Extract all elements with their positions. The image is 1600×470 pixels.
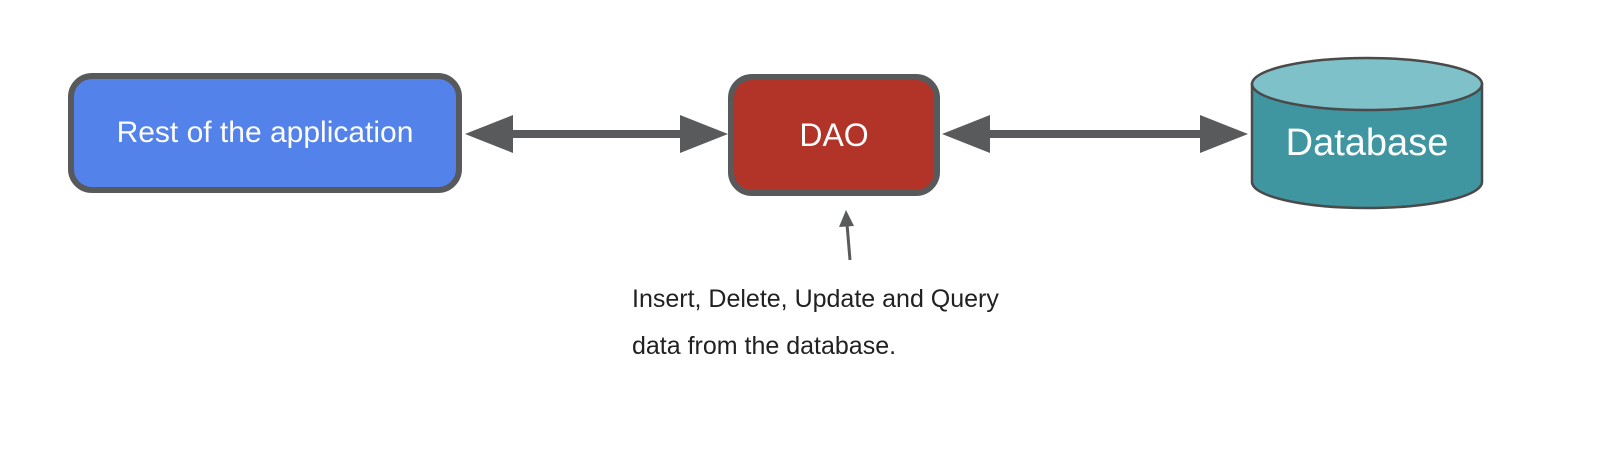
node-rest-of-application-label: Rest of the application (116, 116, 414, 149)
database-cylinder-icon (1250, 56, 1484, 210)
annotation-line-2: data from the database. (632, 332, 897, 360)
double-arrow-icon (942, 115, 1248, 153)
annotation-arrow-head (839, 210, 854, 227)
node-rest-of-application: Rest of the application (68, 73, 462, 193)
double-arrow-icon (465, 115, 728, 153)
double-arrow-app-dao (465, 115, 728, 153)
database-cylinder-body (1250, 82, 1484, 210)
annotation-text: Insert, Delete, Update and Query data fr… (632, 276, 999, 370)
annotation-line-1: Insert, Delete, Update and Query (632, 285, 999, 313)
node-database-label: Database (1285, 122, 1449, 164)
database-cylinder-top (1250, 56, 1484, 112)
node-dao: DAO (728, 74, 940, 196)
annotation-arrow-icon (839, 210, 854, 261)
node-dao-label: DAO (799, 116, 869, 153)
double-arrow-dao-database (942, 115, 1248, 153)
